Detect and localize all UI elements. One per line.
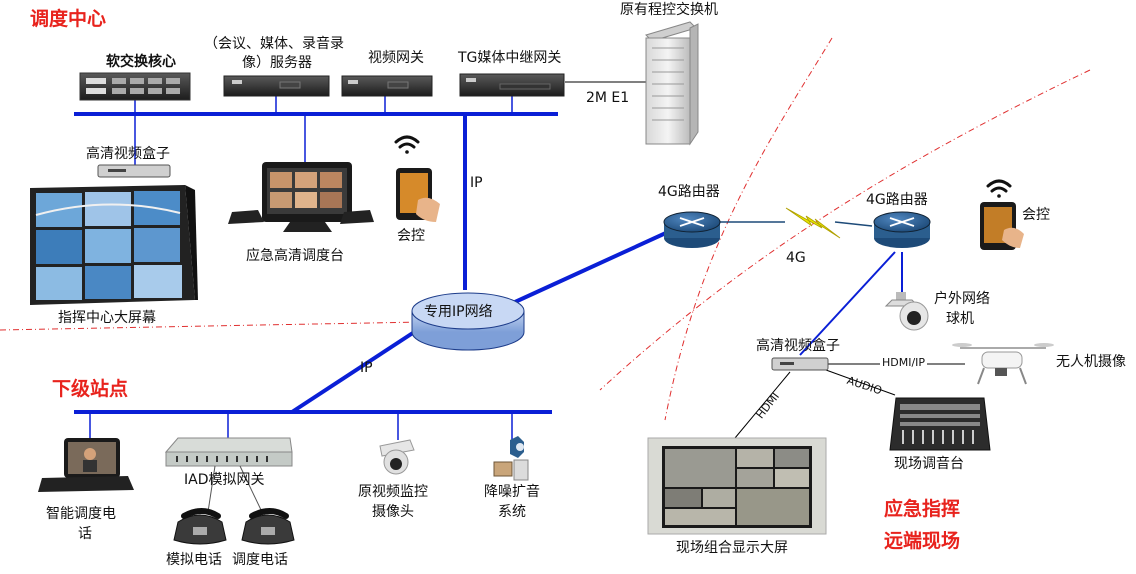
- label-ptz-line1: 户外网络: [934, 291, 990, 307]
- label-mixer: 现场调音台: [894, 456, 964, 472]
- label-pa-line1: 降噪扩音: [484, 484, 540, 500]
- monitor-icon: [262, 162, 352, 232]
- label-e1: 2M E1: [586, 90, 630, 106]
- wifi-icon: [394, 135, 420, 154]
- label-smart-phone-line2: 话: [78, 526, 92, 542]
- label-smart-phone-line1: 智能调度电: [46, 506, 116, 522]
- section-remote-site-line2: 远端现场: [884, 530, 961, 552]
- label-hd-box-center: 高清视频盒子: [86, 146, 170, 162]
- label-video-gateway: 视频网关: [368, 50, 424, 66]
- server-icon: [79, 72, 191, 101]
- ip-network-icon: [411, 292, 525, 351]
- label-video-wall: 指挥中心大屏幕: [58, 310, 156, 326]
- phone-icon: [228, 210, 374, 224]
- camera-icon: [884, 292, 929, 331]
- server-icon: [459, 73, 565, 97]
- tablet-icon: [980, 202, 1024, 250]
- hd-video-box-icon: [771, 357, 829, 371]
- label-4g-link: 4G: [786, 250, 806, 266]
- section-remote-site-line1: 应急指挥: [884, 498, 961, 520]
- server-icon: [164, 437, 293, 467]
- label-media-server-line1: （会议、媒体、录音录: [204, 36, 344, 52]
- server-icon: [341, 75, 433, 97]
- label-ip-vertical: IP: [470, 175, 483, 191]
- label-ip-network: 专用IP网络: [424, 304, 493, 320]
- label-tablet-remote: 会控: [1022, 207, 1050, 223]
- label-pbx: 原有程控交换机: [620, 2, 718, 18]
- hd-video-box-icon: [97, 164, 171, 178]
- label-site-screen: 现场组合显示大屏: [676, 540, 788, 556]
- mixer-icon: [889, 397, 991, 451]
- label-hdmi-ip: HDMI/IP: [880, 354, 928, 371]
- label-router-left: 4G路由器: [658, 184, 720, 200]
- label-legacy-camera-line1: 原视频监控: [358, 484, 428, 500]
- label-ptz-line2: 球机: [946, 311, 974, 327]
- server-icon: [223, 75, 330, 97]
- label-media-server-line2: 像）服务器: [242, 55, 312, 71]
- label-analog-phone: 模拟电话: [166, 552, 222, 568]
- label-drone: 无人机摄像: [1056, 354, 1126, 370]
- section-substation: 下级站点: [52, 378, 129, 400]
- tablet-icon: [396, 168, 440, 222]
- label-dispatch-phone: 调度电话: [232, 552, 288, 568]
- phone-icon: [173, 508, 227, 545]
- label-hd-box-remote: 高清视频盒子: [756, 338, 840, 354]
- label-hd-console: 应急高清调度台: [246, 248, 344, 264]
- wifi-icon: [986, 179, 1012, 198]
- label-iad: IAD模拟网关: [184, 472, 265, 488]
- label-tablet-center: 会控: [397, 228, 425, 244]
- video-wall-icon: [647, 437, 827, 535]
- label-router-right: 4G路由器: [866, 192, 928, 208]
- video-wall-icon: [30, 185, 198, 305]
- section-dispatch-center: 调度中心: [30, 8, 107, 30]
- label-pa-line2: 系统: [498, 504, 526, 520]
- cabinet-icon: [645, 21, 699, 146]
- camera-icon: [379, 439, 415, 475]
- label-softswitch: 软交换核心: [106, 54, 176, 70]
- label-tg-gateway: TG媒体中继网关: [458, 50, 562, 66]
- speaker-icon: [493, 436, 529, 481]
- label-legacy-camera-line2: 摄像头: [372, 504, 414, 520]
- phone-icon: [241, 508, 295, 545]
- router-icon: [873, 211, 931, 248]
- site-boundary: [0, 37, 1091, 421]
- monitor-icon: [38, 438, 134, 492]
- router-icon: [663, 211, 721, 248]
- label-ip-lower: IP: [360, 360, 373, 376]
- drone-icon: [952, 343, 1054, 385]
